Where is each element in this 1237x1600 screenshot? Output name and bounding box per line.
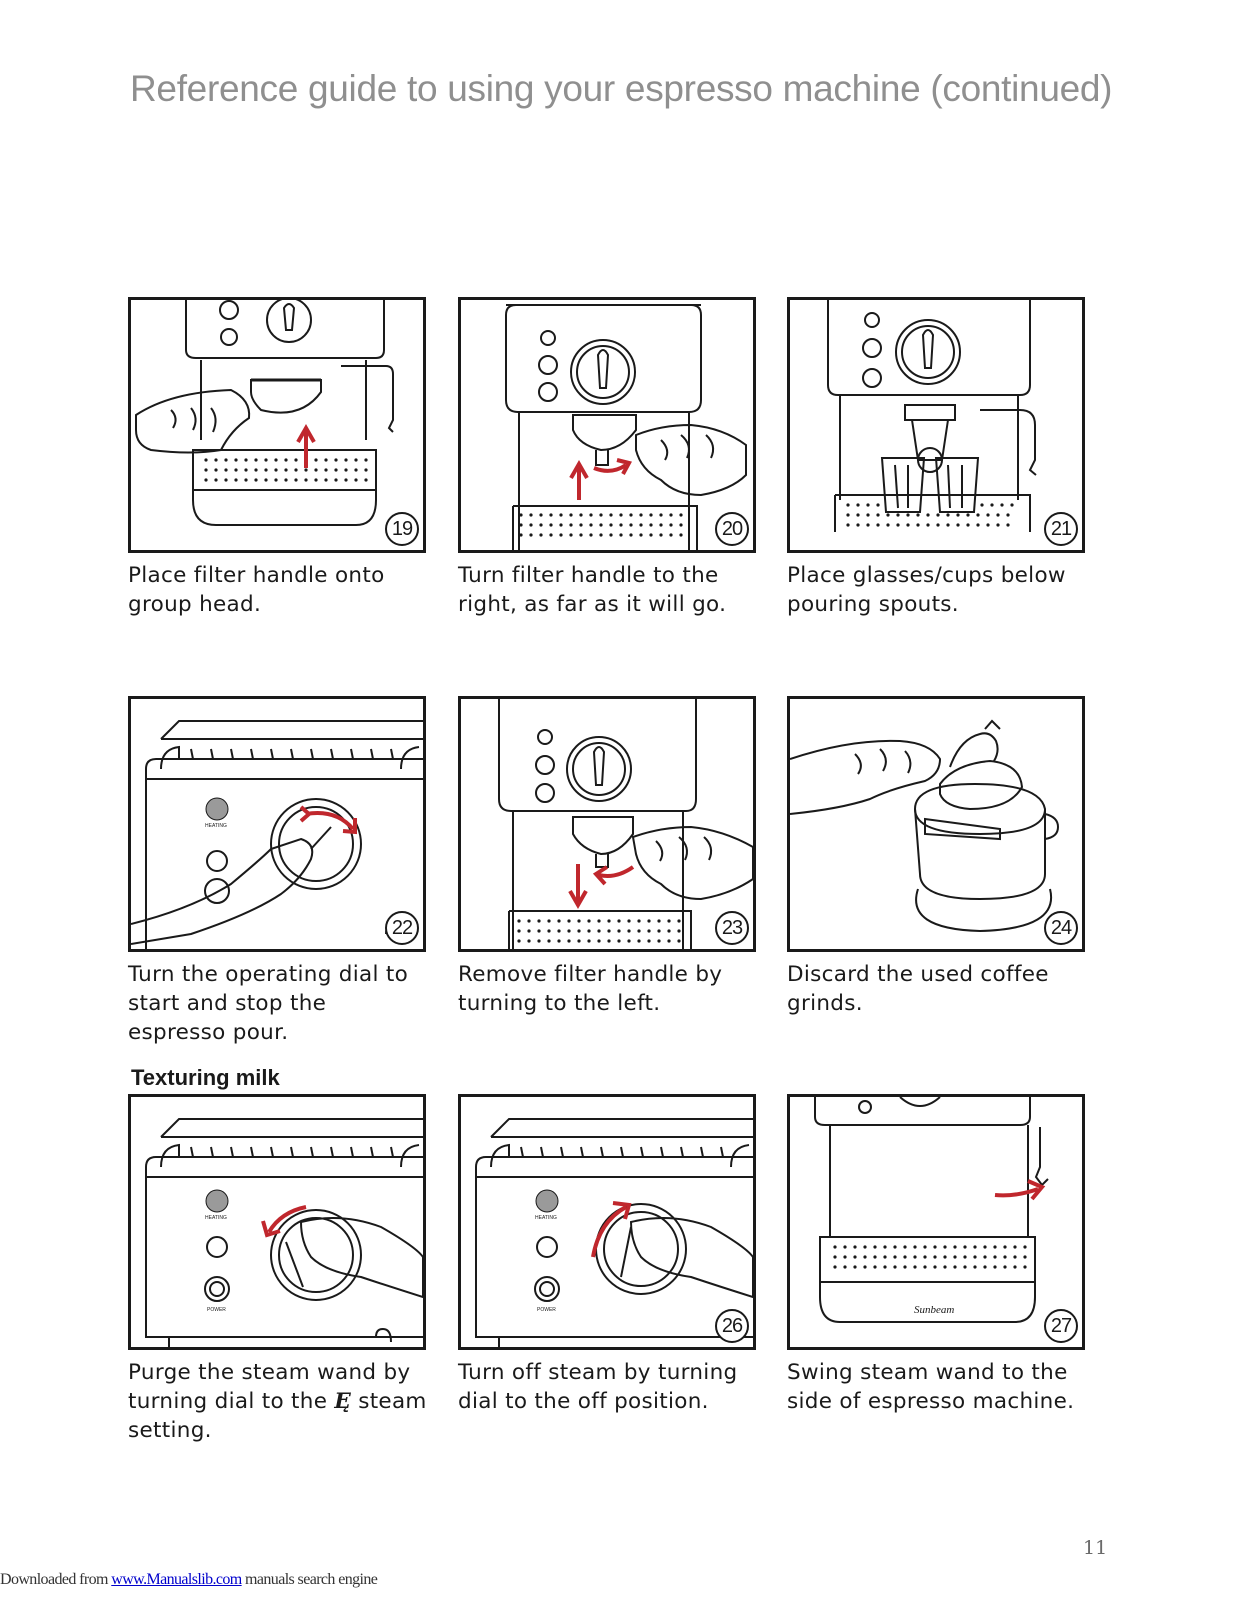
footer-prefix: Downloaded from xyxy=(0,1571,111,1588)
step-caption: Place filter handle onto group head. xyxy=(128,561,428,619)
page-number: 11 xyxy=(1083,1537,1107,1559)
step-caption: Turn filter handle to the right, as far … xyxy=(458,561,758,619)
heating-label: HEATING xyxy=(205,1215,227,1221)
steam-setting-icon: Ę xyxy=(334,1389,351,1414)
step-22: HEATING 22 Turn the operating dial to st… xyxy=(128,696,426,1047)
step-number-badge: 24 xyxy=(1044,911,1078,945)
glasses-below-spouts-drawing xyxy=(790,300,1082,550)
knock-box-drawing xyxy=(790,699,1082,949)
step-23: 23 Remove filter handle by turning to th… xyxy=(458,696,756,1018)
step-caption: Place glasses/cups below pouring spouts. xyxy=(787,561,1087,619)
step-24-illustration: 24 xyxy=(787,696,1085,952)
swing-steam-wand-drawing: Sunbeam xyxy=(790,1097,1082,1347)
step-20-illustration: 20 xyxy=(458,297,756,553)
step-number-badge: 22 xyxy=(385,911,419,945)
filter-handle-onto-group-head-drawing xyxy=(131,300,423,550)
turn-filter-handle-right-drawing xyxy=(461,300,753,550)
step-caption: Turn the operating dial to start and sto… xyxy=(128,960,428,1047)
step-20: 20 Turn filter handle to the right, as f… xyxy=(458,297,756,619)
purge-steam-wand-drawing: HEATING POWER xyxy=(131,1097,423,1347)
manualslib-link[interactable]: www.Manualslib.com xyxy=(111,1571,241,1588)
step-27-illustration: Sunbeam 27 xyxy=(787,1094,1085,1350)
heating-label: HEATING xyxy=(205,823,227,829)
power-label: POWER xyxy=(207,1307,226,1313)
step-caption: Purge the steam wand by turning dial to … xyxy=(128,1358,428,1445)
step-number-badge: 27 xyxy=(1044,1309,1078,1343)
step-caption: Remove filter handle by turning to the l… xyxy=(458,960,758,1018)
footer-suffix: manuals search engine xyxy=(242,1571,378,1588)
footer: Downloaded from www.Manualslib.com manua… xyxy=(0,1571,377,1589)
step-27: Sunbeam 27 Swing steam wand to the side … xyxy=(787,1094,1085,1416)
step-number-badge: 23 xyxy=(715,911,749,945)
step-number-badge: 20 xyxy=(715,512,749,546)
step-number-badge: 21 xyxy=(1044,512,1078,546)
step-25: HEATING POWER Purge the steam wand by tu… xyxy=(128,1094,426,1445)
power-label: POWER xyxy=(537,1307,556,1313)
step-26-illustration: HEATING POWER 26 xyxy=(458,1094,756,1350)
step-21: 21 Place glasses/cups below pouring spou… xyxy=(787,297,1085,619)
step-19-illustration: 19 xyxy=(128,297,426,553)
step-23-illustration: 23 xyxy=(458,696,756,952)
operating-dial-drawing: HEATING xyxy=(131,699,423,949)
step-24: 24 Discard the used coffee grinds. xyxy=(787,696,1085,1018)
heating-label: HEATING xyxy=(535,1215,557,1221)
step-21-illustration: 21 xyxy=(787,297,1085,553)
step-caption: Discard the used coffee grinds. xyxy=(787,960,1087,1018)
turn-off-steam-drawing: HEATING POWER xyxy=(461,1097,753,1347)
step-caption: Swing steam wand to the side of espresso… xyxy=(787,1358,1087,1416)
page-title: Reference guide to using your espresso m… xyxy=(130,68,1112,110)
brand-logo: Sunbeam xyxy=(914,1304,954,1316)
section-heading-texturing-milk: Texturing milk xyxy=(131,1065,280,1091)
step-25-illustration: HEATING POWER xyxy=(128,1094,426,1350)
remove-filter-handle-drawing xyxy=(461,699,753,949)
step-number-badge: 19 xyxy=(385,512,419,546)
step-number-badge: 26 xyxy=(715,1309,749,1343)
step-26: HEATING POWER 26 Turn off steam by turni… xyxy=(458,1094,756,1416)
step-19: 19 Place filter handle onto group head. xyxy=(128,297,426,619)
step-22-illustration: HEATING 22 xyxy=(128,696,426,952)
step-caption: Turn off steam by turning dial to the of… xyxy=(458,1358,758,1416)
